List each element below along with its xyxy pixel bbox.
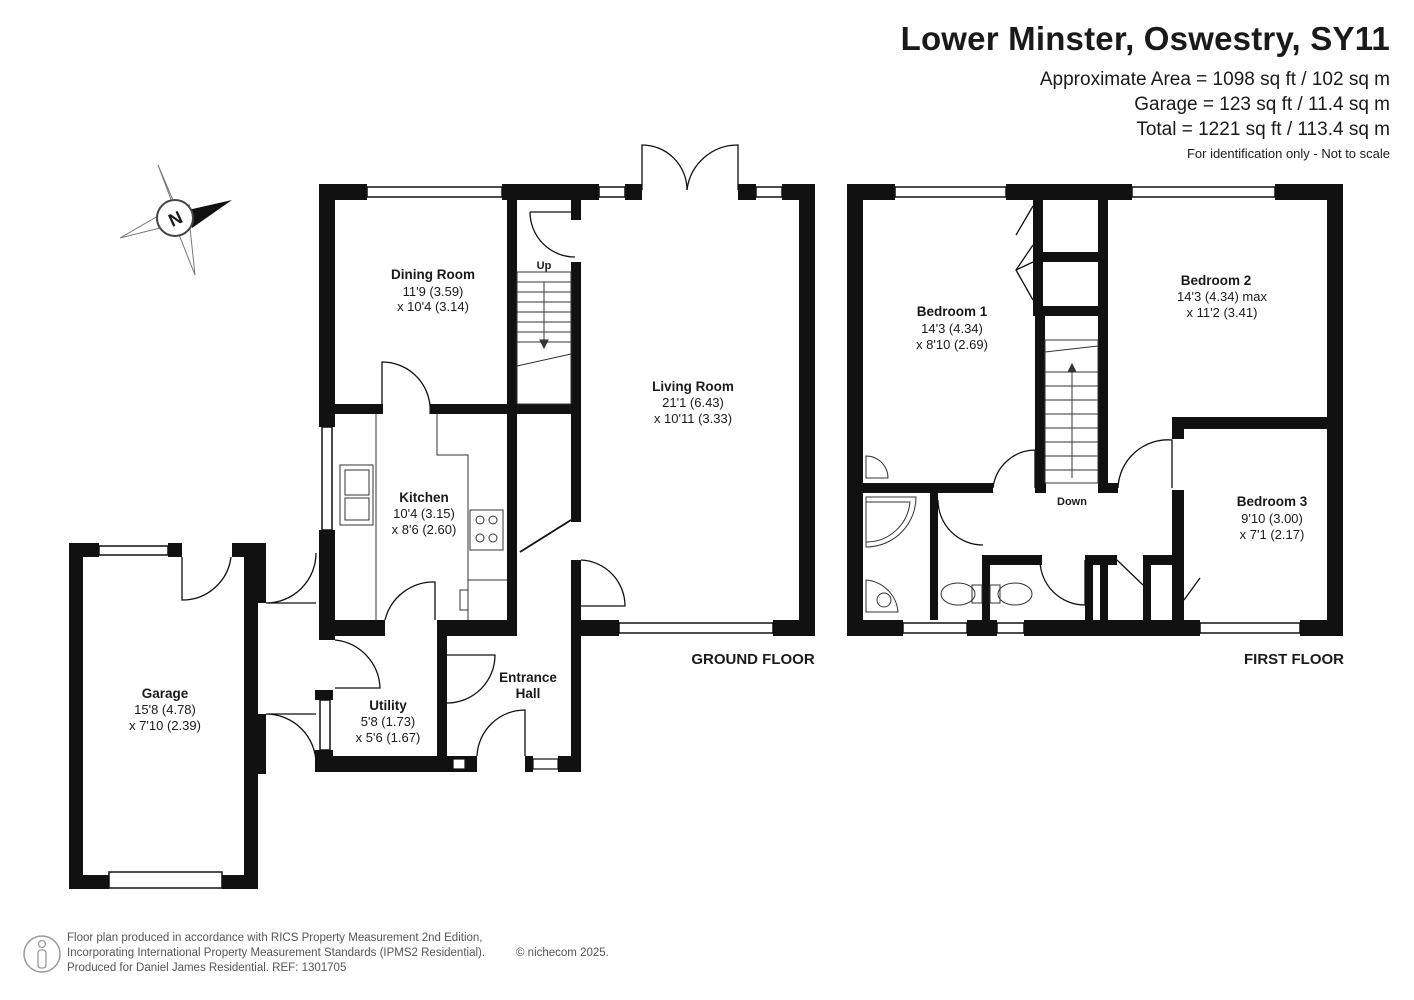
utility-dim2: x 5'6 (1.67) xyxy=(356,730,421,745)
stairs-down-label: Down xyxy=(1057,496,1087,508)
compass-rose-icon: N xyxy=(119,164,232,276)
garage-label: Garage xyxy=(142,686,189,701)
bedroom-1-dim1: 14'3 (4.34) xyxy=(921,321,983,336)
utility-label: Utility xyxy=(369,698,407,713)
property-title: Lower Minster, Oswestry, SY11 xyxy=(900,20,1390,57)
first-floor-walls xyxy=(847,184,1343,636)
kitchen-dim2: x 8'6 (2.60) xyxy=(392,522,457,537)
kitchen-label: Kitchen xyxy=(399,490,449,505)
bedroom-2-dim1: 14'3 (4.34) max xyxy=(1177,289,1267,304)
footer-line-3: Produced for Daniel James Residential. R… xyxy=(67,962,347,974)
entrance-hall-label-1: Entrance xyxy=(499,670,557,685)
total-area: Total = 1221 sq ft / 113.4 sq m xyxy=(1136,119,1390,140)
footer-line-1: Floor plan produced in accordance with R… xyxy=(67,932,483,944)
approximate-area: Approximate Area = 1098 sq ft / 102 sq m xyxy=(1039,69,1390,90)
first-floor-label: FIRST FLOOR xyxy=(1244,651,1344,668)
entrance-hall-label-2: Hall xyxy=(516,686,541,701)
ground-floor-label: GROUND FLOOR xyxy=(691,651,814,668)
garage-walls xyxy=(69,543,266,889)
living-room-label: Living Room xyxy=(652,379,734,394)
dining-room-dim1: 11'9 (3.59) xyxy=(403,284,464,299)
disclaimer: For identification only - Not to scale xyxy=(1186,146,1390,161)
garage-area: Garage = 123 sq ft / 11.4 sq m xyxy=(1134,94,1390,115)
utility-dim1: 5'8 (1.73) xyxy=(361,714,416,729)
living-room-dim1: 21'1 (6.43) xyxy=(662,395,724,410)
kitchen-fittings xyxy=(339,414,507,620)
kitchen-dim1: 10'4 (3.15) xyxy=(393,506,455,521)
footer-copyright: © nichecom 2025. xyxy=(516,947,609,959)
dining-room-label: Dining Room xyxy=(391,267,475,282)
bedroom-3-dim1: 9'10 (3.00) xyxy=(1241,511,1303,526)
person-icon xyxy=(23,935,61,973)
bedroom-1-label: Bedroom 1 xyxy=(917,304,988,319)
bedroom-2-label: Bedroom 2 xyxy=(1181,273,1252,288)
ground-stairs xyxy=(516,271,572,405)
stairs-up-label: Up xyxy=(537,260,552,272)
garage-dim2: x 7'10 (2.39) xyxy=(129,718,201,733)
living-room-dim2: x 10'11 (3.33) xyxy=(654,411,732,426)
bedroom-3-dim2: x 7'1 (2.17) xyxy=(1240,527,1305,542)
first-stairs xyxy=(1044,339,1099,484)
footer-line-2: Incorporating International Property Mea… xyxy=(67,947,486,959)
bedroom-3-label: Bedroom 3 xyxy=(1237,494,1308,509)
bathroom-fittings xyxy=(865,455,1033,613)
garage-dim1: 15'8 (4.78) xyxy=(134,702,196,717)
bedroom-1-dim2: x 8'10 (2.69) xyxy=(916,337,988,352)
dining-room-dim2: x 10'4 (3.14) xyxy=(397,299,469,314)
bedroom-2-dim2: x 11'2 (3.41) xyxy=(1187,305,1258,320)
